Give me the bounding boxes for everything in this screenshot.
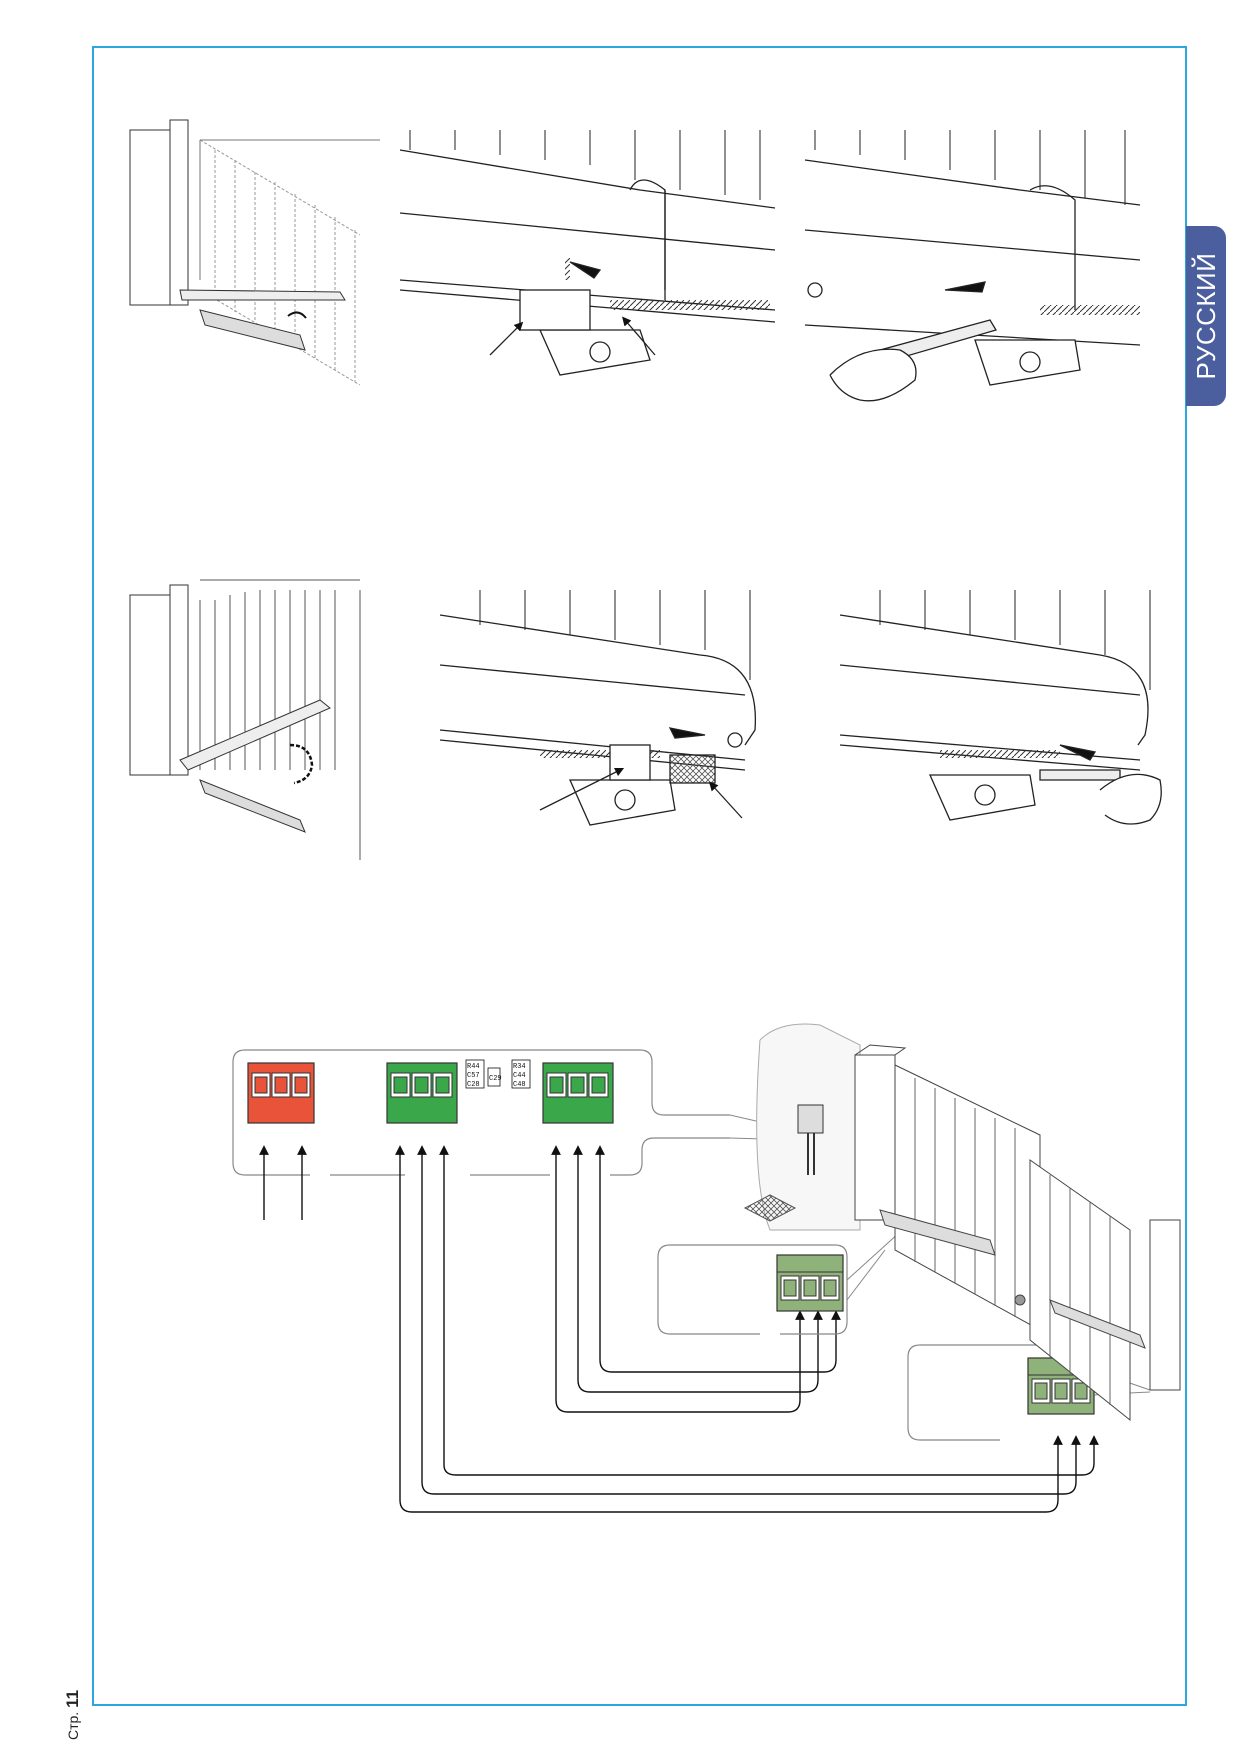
language-tab: РУССКИЙ bbox=[1186, 226, 1226, 406]
terminal-block-red bbox=[247, 1062, 315, 1124]
board-label: R34 bbox=[513, 1063, 526, 1071]
gate-icon bbox=[756, 1023, 1181, 1422]
gate-overview-1 bbox=[129, 119, 380, 386]
board-label: C44 bbox=[513, 1072, 526, 1080]
board-label: C48 bbox=[513, 1081, 526, 1089]
terminal-block-motor-1 bbox=[776, 1254, 844, 1312]
hand-icon bbox=[829, 348, 917, 402]
board-label: C57 bbox=[467, 1072, 480, 1080]
wrench-step-1 bbox=[804, 130, 1141, 402]
page-frame bbox=[92, 46, 1187, 1706]
pointer-arrow-icon bbox=[708, 781, 743, 819]
board-label: C28 bbox=[467, 1081, 480, 1089]
wiring-diagram: R44 C57 C28 C29 R34 C44 C48 bbox=[232, 1049, 1151, 1513]
terminal-block-green-1 bbox=[386, 1062, 458, 1124]
direction-arrow-icon bbox=[668, 727, 706, 739]
release-step-1 bbox=[399, 130, 776, 376]
direction-arrow-icon bbox=[944, 281, 986, 293]
gate-overview-2 bbox=[129, 579, 361, 860]
wrench-icon bbox=[1039, 769, 1121, 781]
pointer-arrow-icon bbox=[539, 767, 625, 811]
direction-arrow-icon bbox=[1059, 744, 1097, 761]
rotate-arrow-icon bbox=[287, 311, 307, 319]
wrench-step-2 bbox=[839, 590, 1162, 825]
pointer-arrow-icon bbox=[489, 321, 524, 356]
terminal-block-green-2 bbox=[542, 1062, 614, 1124]
pointer-arrow-icon bbox=[622, 316, 656, 356]
board-label: R44 bbox=[467, 1063, 480, 1071]
photocell-icon bbox=[743, 1104, 824, 1222]
direction-arrow-icon bbox=[569, 261, 602, 279]
hand-icon bbox=[1099, 773, 1162, 825]
lock-step bbox=[439, 590, 757, 826]
board-label: C29 bbox=[489, 1075, 502, 1083]
rotate-arrow-icon bbox=[289, 743, 314, 785]
